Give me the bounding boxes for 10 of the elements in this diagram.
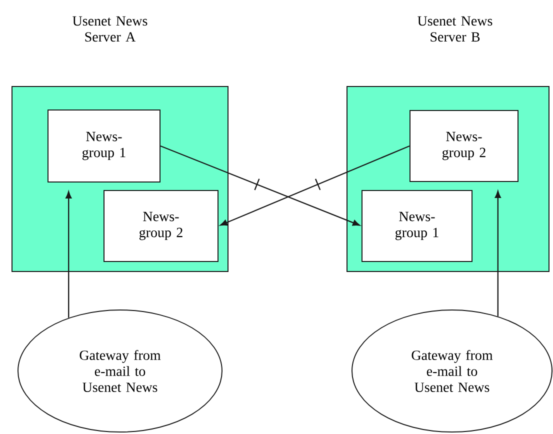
newsgroup-box: News- group 1 xyxy=(48,110,160,182)
server-heading: Usenet News Server B xyxy=(418,16,492,42)
server-heading: Usenet News Server A xyxy=(72,16,148,42)
arrow xyxy=(494,190,501,316)
arrow xyxy=(220,145,410,226)
arrow xyxy=(160,145,360,226)
arrow xyxy=(66,191,72,318)
newsgroup-box: News- group 2 xyxy=(410,110,518,182)
newsgroup-box: News- group 2 xyxy=(104,190,218,262)
newsgroup-box: News- group 1 xyxy=(362,190,472,262)
